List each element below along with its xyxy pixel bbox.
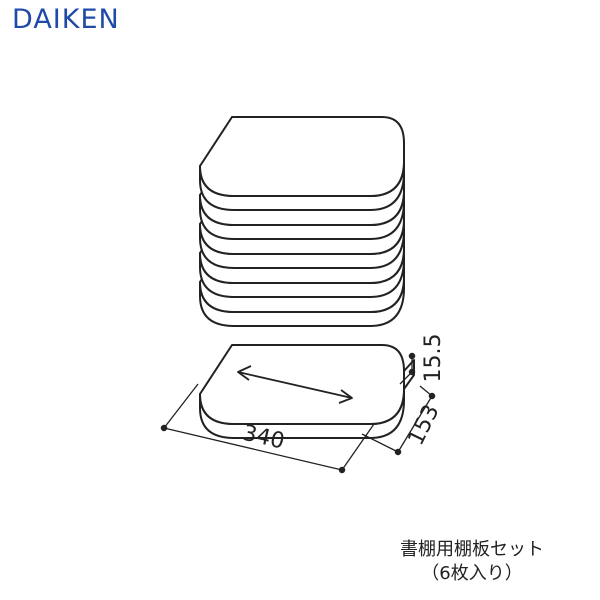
quantity-note: （6枚入り） [421, 563, 523, 584]
thickness-dimension-label: 15.5 [421, 334, 446, 383]
stacked-shelf-board [199, 116, 405, 211]
depth-dimension-label: 153 [404, 401, 445, 450]
single-shelf-board [199, 344, 415, 439]
brand-logo: DAIKEN [12, 4, 120, 35]
grain-direction-arrow [237, 365, 353, 404]
product-caption: 書棚用棚板セット （6枚入り） [352, 538, 592, 586]
dimension-lines [160, 352, 436, 474]
product-name: 書棚用棚板セット [400, 539, 544, 560]
